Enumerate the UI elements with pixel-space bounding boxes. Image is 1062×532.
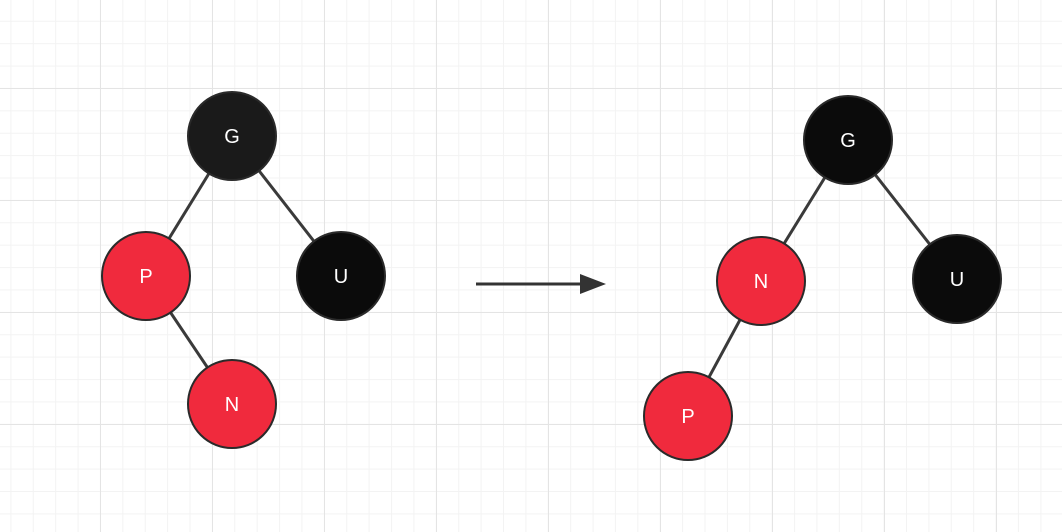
node-u-after: U <box>912 234 1002 324</box>
node-p-before: P <box>101 231 191 321</box>
tree-after: G N U P <box>643 95 1002 461</box>
node-p-before-label: P <box>139 266 152 288</box>
node-p-after-label: P <box>681 406 694 428</box>
node-n-after: N <box>716 236 806 326</box>
node-g-after: G <box>803 95 893 185</box>
node-u-before: U <box>296 231 386 321</box>
node-p-after: P <box>643 371 733 461</box>
node-g-before-label: G <box>224 126 240 148</box>
tree-before: G P U N <box>101 91 386 449</box>
node-n-after-label: N <box>754 271 768 293</box>
node-u-after-label: U <box>950 269 964 291</box>
node-g-after-label: G <box>840 130 856 152</box>
node-n-before-label: N <box>225 394 239 416</box>
node-n-before: N <box>187 359 277 449</box>
node-u-before-label: U <box>334 266 348 288</box>
transform-arrow <box>476 274 606 294</box>
node-g-before: G <box>187 91 277 181</box>
arrow-head-icon <box>580 274 606 294</box>
